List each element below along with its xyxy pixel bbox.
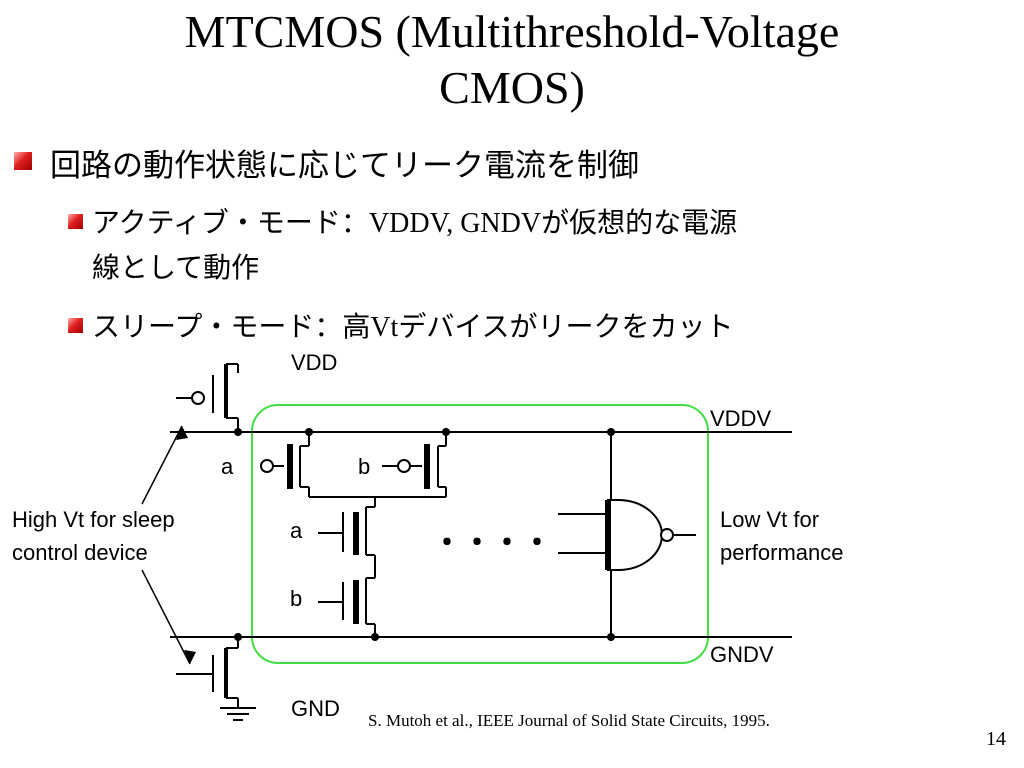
pmos-sleep-switch — [176, 363, 239, 432]
low-vt-label-line1: Low Vt for — [720, 507, 819, 532]
vt-label: Vt — [370, 312, 399, 343]
active-mode-label: アクティブ・モード： — [92, 206, 369, 239]
nand-gate-icon — [558, 499, 696, 571]
high-vt-label-line1: High Vt for sleep — [12, 507, 175, 532]
slide-title: MTCMOS (Multithreshold-Voltage CMOS) — [0, 4, 1024, 116]
active-mode-desc: が仮想的な電源 — [541, 206, 738, 239]
active-mode-bullet-line2: 線として動作 — [92, 251, 260, 284]
input-a-pmos-label: a — [221, 454, 234, 479]
input-a-nmos-label: a — [290, 518, 303, 543]
main-bullet: 回路の動作状態に応じてリーク電流を制御 — [50, 148, 639, 184]
pmos-b — [382, 432, 447, 497]
nmos-sleep-switch — [176, 637, 256, 721]
virtual-rails-label: VDDV, GNDV — [368, 208, 542, 239]
vddv-label: VDDV — [710, 406, 771, 431]
sleep-mode-label: スリープ・モード：高 — [92, 310, 371, 343]
nmos-b — [318, 577, 376, 637]
low-vt-logic-box — [251, 404, 709, 664]
title-line-1: MTCMOS (Multithreshold-Voltage — [184, 6, 840, 57]
citation: S. Mutoh et al., IEEE Journal of Solid S… — [368, 711, 770, 730]
high-vt-label-line2: control device — [12, 540, 148, 565]
input-b-pmos-label: b — [358, 454, 370, 479]
bullet-square-icon — [14, 152, 32, 170]
ellipsis-dots: ・・・・ — [432, 527, 552, 560]
nmos-a — [318, 506, 376, 578]
callout-arrow-bottom — [141, 569, 191, 665]
input-b-nmos-label: b — [290, 586, 302, 611]
bullet-square-icon — [68, 214, 83, 229]
low-vt-label-line2: performance — [720, 540, 844, 565]
active-mode-bullet: アクティブ・モード：VDDV, GNDVが仮想的な電源 — [92, 205, 737, 242]
title-line-2: CMOS) — [439, 62, 585, 113]
vdd-label: VDD — [291, 350, 337, 375]
sleep-mode-desc: デバイスがリークをカット — [398, 310, 734, 343]
bullet-square-icon — [68, 318, 83, 333]
gndv-label: GNDV — [710, 642, 774, 667]
page-number: 14 — [986, 728, 1006, 750]
pmos-a — [260, 432, 310, 497]
gnd-label: GND — [291, 696, 340, 721]
sleep-mode-bullet: スリープ・モード：高Vtデバイスがリークをカット — [92, 309, 734, 346]
callout-arrow-top — [141, 425, 183, 505]
